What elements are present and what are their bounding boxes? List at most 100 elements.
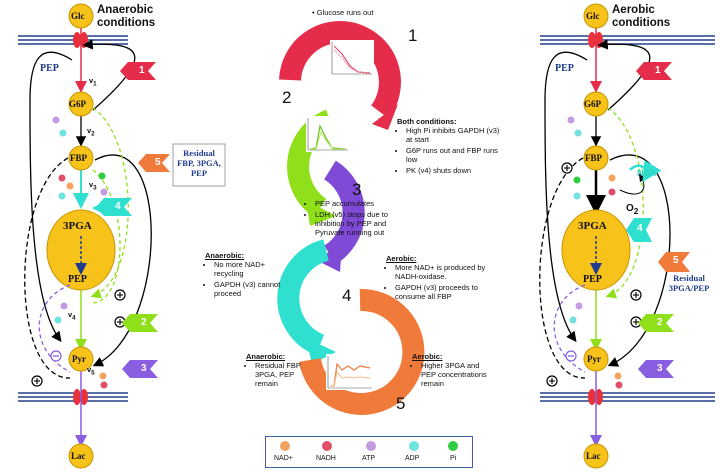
left-lac-node	[68, 443, 94, 469]
right-nox-cycle	[629, 159, 662, 183]
right-flag-5	[658, 252, 690, 272]
mini-plot-2	[306, 116, 350, 152]
step-number-2: 2	[282, 88, 292, 107]
right-black-dashed-inhibition	[539, 157, 586, 379]
right-glc-label: Glc	[586, 11, 600, 21]
left-fbp-node	[68, 145, 94, 171]
right-flag-3-label: 3	[657, 363, 663, 374]
left-g6p-label: G6P	[69, 99, 86, 109]
left-atp-dot	[52, 116, 60, 124]
left-glc-node	[68, 3, 94, 29]
left-lac-label: Lac	[71, 451, 86, 461]
right-o2-label: O2	[626, 203, 639, 216]
cycle-arc-4	[277, 239, 336, 364]
anaerobic-item: GAPDH (v3) cannot proceed	[214, 280, 285, 298]
aerobic-end-box: Aerobic: Higher 3PGA and PEP concentrati…	[412, 352, 492, 390]
mini-plot-5	[326, 354, 374, 390]
right-flag-1-label: 1	[655, 65, 661, 76]
step3-item: PEP accumulates	[315, 199, 406, 208]
left-flag-2	[122, 314, 158, 332]
cycle-arc-1	[279, 21, 401, 130]
left-pep-label: PEP	[40, 63, 59, 74]
legend-adp-swatch	[409, 441, 419, 451]
right-g6p-node	[583, 91, 609, 117]
step-number-5: 5	[396, 394, 406, 413]
left-g6p-node	[68, 91, 94, 117]
left-residual-label: Residual FBP, 3PGA, PEP	[177, 148, 221, 179]
right-top-membrane	[540, 35, 715, 45]
right-flag-2	[638, 314, 674, 332]
legend-nadh-label: NADH	[316, 455, 336, 462]
left-v5-label: v5	[87, 365, 95, 377]
right-nadh-dot	[608, 188, 616, 196]
left-fbp-to-pyr-loop	[92, 154, 152, 367]
left-pathway	[18, 3, 152, 469]
left-v1-label: v1	[89, 76, 97, 88]
left-3pga-label: 3PGA	[63, 220, 92, 232]
right-lac-node	[583, 443, 609, 469]
right-flag-2-label: 2	[657, 317, 663, 328]
step-number-4: 4	[342, 286, 352, 305]
left-glc-label: Glc	[71, 11, 85, 21]
step-number-3: 3	[352, 180, 362, 199]
aerobic-box: Aerobic: More NAD+ is produced by NADH-o…	[386, 254, 486, 303]
right-lac-label: Lac	[586, 451, 601, 461]
left-pyr-label: Pyr	[72, 354, 86, 364]
right-g6p-loop	[597, 39, 651, 111]
legend-pi-label: Pi	[450, 455, 457, 462]
left-atp-dot-3	[60, 302, 68, 310]
cycle-arc-5	[299, 288, 425, 415]
left-3pga-pep-pool	[46, 209, 116, 291]
step1-note: • Glucose runs out	[312, 8, 374, 17]
cycle-arc-3	[316, 160, 365, 272]
right-adp-dot-3	[569, 316, 577, 324]
right-pep-label: PEP	[555, 63, 574, 74]
right-fbp-to-pyr-loop	[607, 154, 671, 367]
aerobic-end-item: Higher 3PGA and PEP concentrations remai…	[421, 361, 492, 388]
right-adp-dot	[574, 129, 582, 137]
right-green-dashed-1	[605, 107, 644, 299]
anaerobic-end-title: Anaerobic:	[246, 352, 286, 361]
right-3pga-pep-pool	[561, 209, 631, 291]
aerobic-item: More NAD+ is produced by NADH-oxidase.	[395, 263, 486, 281]
left-g6p-loop	[82, 39, 136, 111]
right-pep-label-node: PEP	[583, 274, 602, 285]
right-nox-label: NOX	[637, 168, 657, 178]
left-fbp-label: FBP	[70, 153, 87, 163]
right-adp-dot-2	[573, 192, 581, 200]
left-adp-dot	[59, 129, 67, 137]
both-title: Both conditions:	[397, 117, 457, 126]
left-adp-dot-2	[58, 192, 66, 200]
right-flag-3	[638, 360, 674, 378]
left-v3-label: v3	[89, 180, 97, 192]
right-pi-dot	[573, 176, 581, 184]
anaerobic-item: No more NAD+ recycling	[214, 260, 285, 278]
right-3pga-label: 3PGA	[578, 220, 607, 232]
left-adp-dot-3	[54, 316, 62, 324]
mini-plot-1	[330, 40, 374, 76]
right-bottom-membrane	[540, 392, 715, 402]
right-glc-node	[583, 3, 609, 29]
right-atp-dot	[567, 116, 575, 124]
left-nadh-dot	[58, 174, 66, 182]
left-v4-label: v4	[68, 310, 76, 322]
right-panel-title: Aerobic conditions	[612, 4, 671, 30]
left-green-dashed-2	[92, 169, 121, 304]
left-pep-label-node: PEP	[68, 274, 87, 285]
aerobic-end-title: Aerobic:	[412, 352, 443, 361]
legend-nad-label: NAD+	[274, 455, 293, 462]
right-pyr-label: Pyr	[587, 354, 601, 364]
right-fbp-label: FBP	[585, 153, 602, 163]
right-flag-4	[626, 218, 652, 242]
left-flag-2-label: 2	[141, 317, 147, 328]
anaerobic-end-item: Residual FBP, 3PGA, PEP remain	[255, 361, 316, 388]
legend-adp-label: ADP	[405, 455, 420, 462]
left-flag-5	[138, 154, 170, 172]
left-flag-1-label: 1	[139, 65, 145, 76]
right-flag-1	[636, 62, 672, 80]
right-fbp-node	[583, 145, 609, 171]
aerobic-title: Aerobic:	[386, 254, 417, 263]
right-nox-arrow	[619, 173, 647, 195]
both-item: PK (v4) shuts down	[406, 166, 507, 175]
